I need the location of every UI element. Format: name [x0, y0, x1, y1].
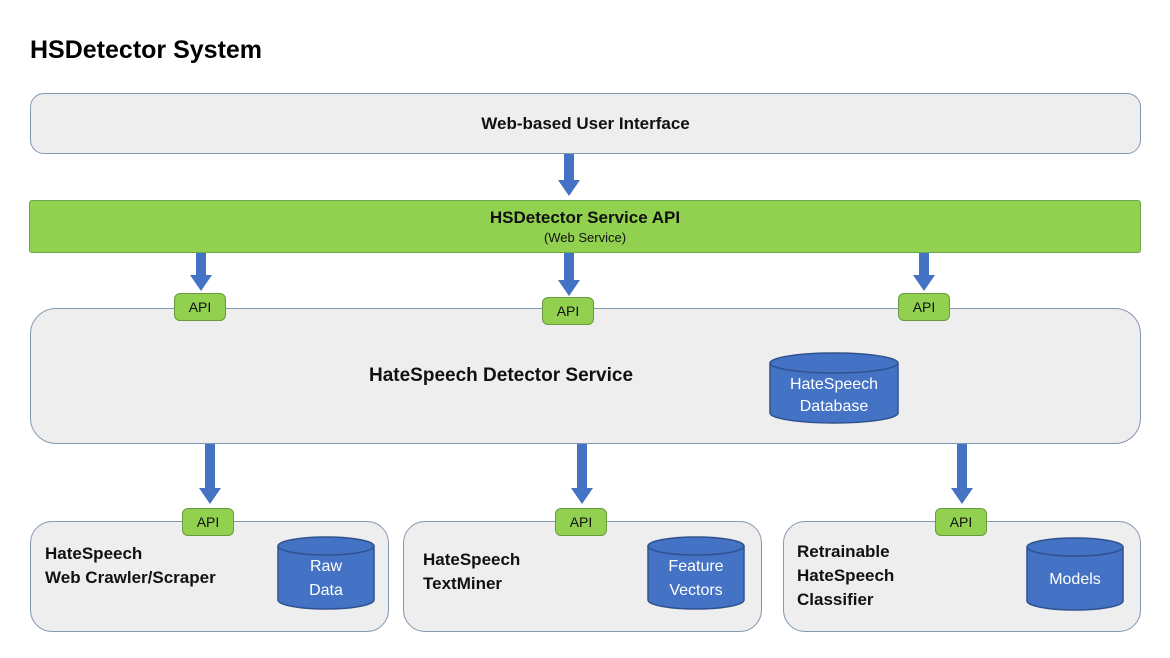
database-cylinder-icon — [277, 536, 375, 610]
raw-data-label-line2: Data — [309, 582, 343, 599]
arrow-detector-to-classifier — [951, 444, 973, 504]
raw-data-database: Raw Data — [277, 536, 375, 610]
web-crawler-label-line1: HateSpeech — [45, 544, 143, 563]
detector-service-label: HateSpeech Detector Service — [369, 365, 634, 386]
database-cylinder-icon — [1026, 537, 1124, 611]
database-label-line2: Database — [799, 398, 869, 415]
arrow-api-to-detector-right — [913, 253, 935, 291]
database-label-line1: HateSpeech — [789, 376, 879, 393]
service-api-layer: HSDetector Service API (Web Service) — [29, 200, 1141, 253]
web-ui-layer: Web-based User Interface — [30, 93, 1141, 154]
arrow-detector-to-textminer — [571, 444, 593, 504]
arrow-detector-to-crawler — [199, 444, 221, 504]
arrow-api-to-detector-left — [190, 253, 212, 291]
api-badge-detector-center: API — [542, 297, 594, 325]
models-label: Models — [1049, 571, 1101, 588]
web-ui-label: Web-based User Interface — [481, 113, 690, 133]
classifier-label-line3: Classifier — [797, 590, 874, 609]
feature-vectors-label-line1: Feature — [668, 558, 724, 575]
textminer-label-line1: HateSpeech — [423, 550, 521, 569]
classifier-label-line1: Retrainable — [797, 542, 890, 561]
service-api-sublabel: (Web Service) — [543, 229, 627, 245]
feature-vectors-label-line2: Vectors — [669, 582, 723, 599]
api-badge-detector-left: API — [174, 293, 226, 321]
api-badge-crawler: API — [182, 508, 234, 536]
classifier-label-line2: HateSpeech — [797, 566, 895, 585]
feature-vectors-database: Feature Vectors — [647, 536, 745, 610]
database-cylinder-icon — [647, 536, 745, 610]
web-crawler-label-line2: Web Crawler/Scraper — [45, 568, 216, 587]
database-cylinder-icon — [769, 352, 899, 424]
api-badge-textminer: API — [555, 508, 607, 536]
models-database: Models — [1026, 537, 1124, 611]
textminer-label-line2: TextMiner — [423, 574, 503, 593]
api-badge-classifier: API — [935, 508, 987, 536]
arrow-api-to-detector-center — [558, 253, 580, 296]
arrow-ui-to-api — [558, 154, 580, 196]
service-api-label: HSDetector Service API — [489, 207, 681, 227]
raw-data-label-line1: Raw — [309, 558, 342, 575]
detector-service-box: HateSpeech Detector Service — [30, 308, 1141, 444]
api-badge-detector-right: API — [898, 293, 950, 321]
hatespeech-database: HateSpeech Database — [769, 352, 899, 424]
page-title: HSDetector System — [30, 36, 263, 64]
